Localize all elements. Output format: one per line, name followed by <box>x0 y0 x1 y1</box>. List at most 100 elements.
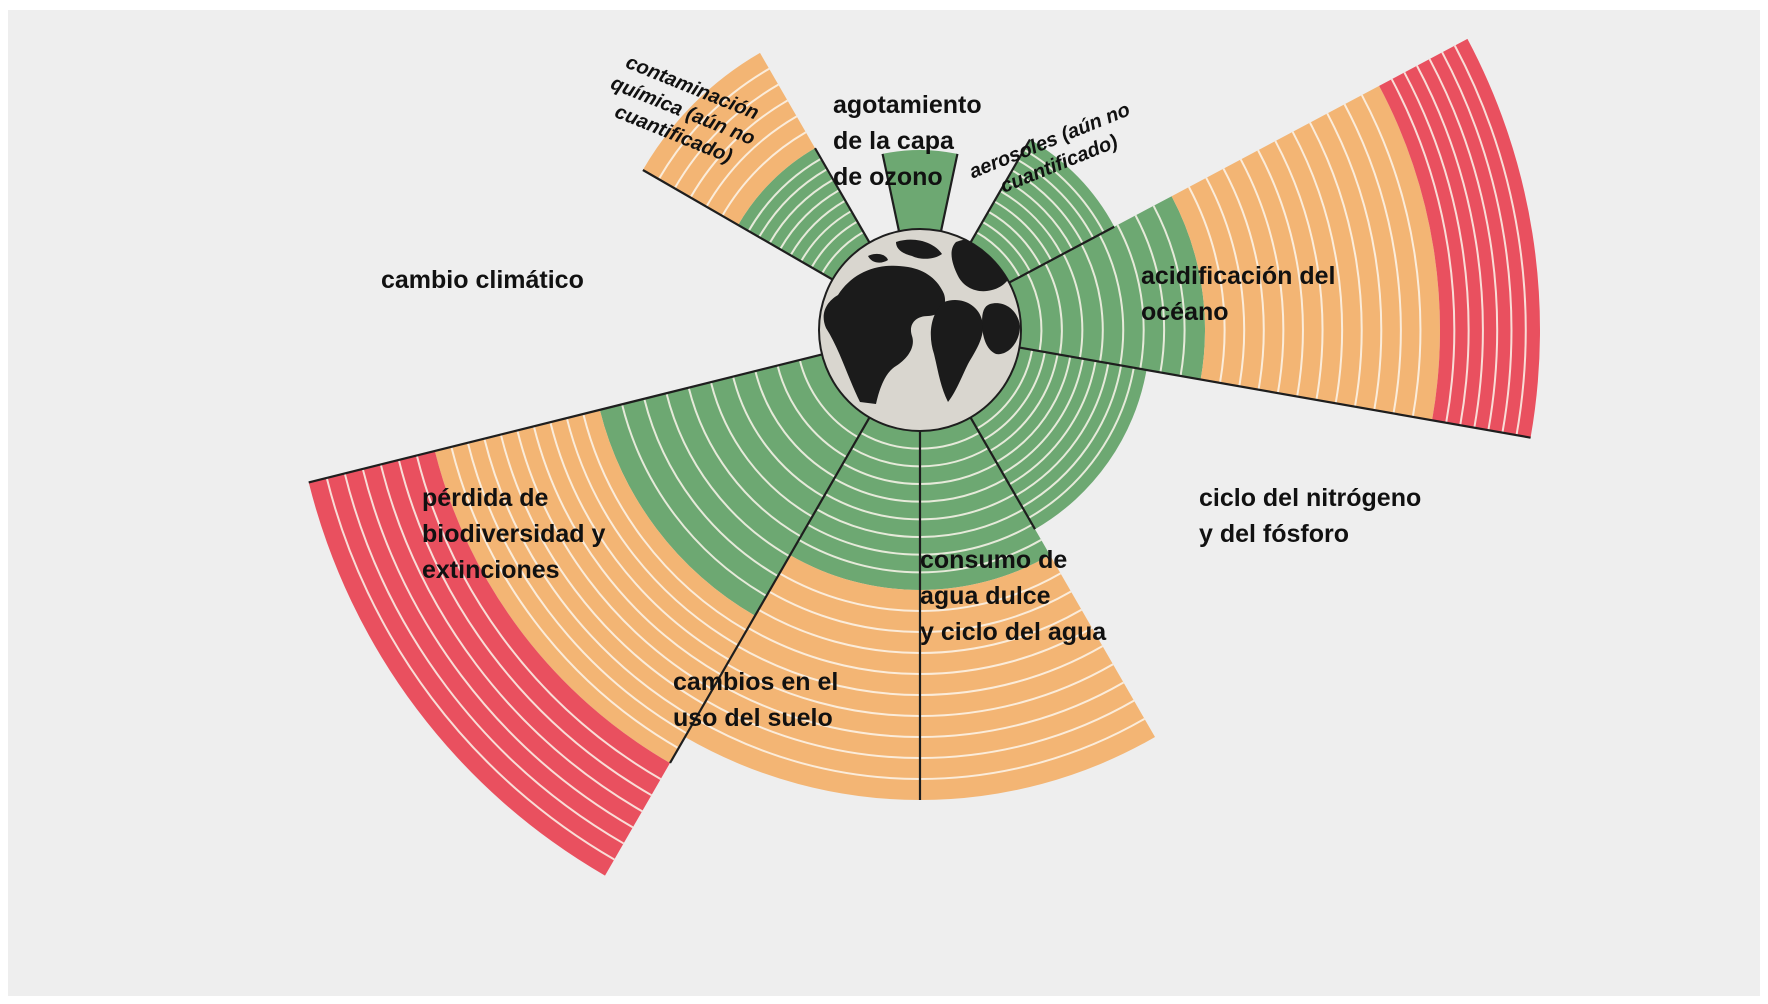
band-nitrogen-safe <box>1009 196 1205 380</box>
ring-line <box>1309 122 1363 407</box>
ring-line <box>981 221 1032 272</box>
sector-divider-line <box>881 153 901 232</box>
ring-line <box>976 349 1034 430</box>
ring-line <box>1239 158 1285 394</box>
ring-line <box>1222 168 1265 390</box>
ring-line <box>1188 186 1226 384</box>
ring-line <box>621 404 767 597</box>
sector-divider-line <box>969 416 1036 530</box>
ring-line <box>754 370 836 478</box>
ring-line <box>821 231 864 274</box>
boundary-sectors <box>308 38 1540 876</box>
ring-line <box>643 398 779 577</box>
ring-line <box>549 421 731 661</box>
ring-line <box>1343 103 1402 414</box>
sector-nitrogen <box>1009 38 1540 438</box>
ring-line <box>361 468 634 829</box>
ring-line <box>516 430 714 691</box>
diagram-canvas: cambio climático contaminación química (… <box>8 10 1760 996</box>
ring-line <box>1291 131 1344 404</box>
ring-line <box>379 464 643 813</box>
ring-line <box>1026 272 1043 352</box>
ring-line <box>1134 214 1166 373</box>
ring-line <box>1062 253 1084 359</box>
sector-divider-line <box>814 147 871 244</box>
ring-line <box>325 477 615 861</box>
ring-line <box>975 231 1021 278</box>
ring-line <box>1023 148 1105 233</box>
ring-line <box>779 189 840 250</box>
ring-line <box>665 392 790 558</box>
sector-ocean <box>970 139 1115 283</box>
ring-line <box>999 190 1063 256</box>
ring-line <box>499 434 705 705</box>
ring-line <box>582 413 748 632</box>
sector-divider-line <box>939 153 959 232</box>
ring-line <box>1005 179 1074 250</box>
label-freshwater-use: consumo de agua dulce y ciclo del agua <box>920 546 1107 646</box>
ring-line <box>789 199 846 256</box>
ring-line <box>1021 365 1123 508</box>
label-nitrogen-phosphorus-cycle: ciclo del nitrógeno y del fósforo <box>1199 484 1422 548</box>
ring-line <box>1008 360 1097 486</box>
ring-line <box>1002 358 1084 475</box>
sector-divider-line <box>642 169 834 281</box>
ring-line <box>758 168 828 238</box>
ring-line <box>1274 140 1324 401</box>
ring-line <box>798 359 859 439</box>
band-climate-safe <box>738 148 870 280</box>
globe-icon <box>818 228 1022 432</box>
band-ocean-safe <box>970 139 1115 283</box>
ring-line <box>982 351 1046 441</box>
sector-divider-line <box>669 416 871 764</box>
ring-line <box>1403 71 1470 426</box>
label-climate-change: cambio climático <box>381 266 584 294</box>
ring-line <box>709 381 813 518</box>
ring-line <box>1360 94 1422 418</box>
ring-line <box>415 455 662 780</box>
ring-line <box>1152 205 1186 377</box>
sector-ozone <box>882 149 958 232</box>
label-land-use-change: cambios en el uso del suelo <box>673 668 839 732</box>
sector-freshwater <box>970 347 1147 530</box>
band-climate-increasing_risk <box>642 52 815 226</box>
ring-line <box>705 115 798 208</box>
ring-line <box>1326 112 1383 411</box>
ring-line <box>987 210 1042 267</box>
continent-shape <box>896 239 942 259</box>
ring-line <box>466 442 688 735</box>
sector-divider-line <box>1019 346 1531 439</box>
ring-line <box>1080 243 1104 362</box>
continent-shape <box>982 303 1020 355</box>
ring-line <box>673 83 779 189</box>
ring-line <box>483 438 697 720</box>
ring-line <box>1416 65 1484 428</box>
ring-line <box>689 99 789 199</box>
ring-line <box>1015 363 1110 497</box>
ring-line <box>565 417 739 647</box>
ring-line <box>1011 169 1084 244</box>
sector-divider-line <box>308 353 823 484</box>
label-biodiversity-loss: pérdida de biodiversidad y extinciones <box>422 484 606 584</box>
sector-climate <box>642 52 870 280</box>
planetary-boundaries-diagram <box>308 38 1540 876</box>
ring-line <box>1116 224 1145 370</box>
ring-line <box>1390 78 1456 423</box>
ring-line <box>1257 149 1304 397</box>
ring-line <box>1044 262 1063 355</box>
ring-line <box>989 354 1059 452</box>
ring-line <box>993 200 1053 261</box>
ring-line <box>800 210 852 262</box>
ring-line <box>776 365 848 458</box>
ring-line <box>1098 234 1125 366</box>
ring-line <box>687 387 802 538</box>
ring-line <box>450 446 680 750</box>
band-biodiversity-safe <box>599 354 870 616</box>
ring-line <box>747 157 822 232</box>
sector-divider-line <box>969 138 1031 244</box>
ring-line <box>1017 159 1095 239</box>
continent-shape <box>868 253 888 263</box>
sector-divider-line <box>1008 225 1115 284</box>
ring-line <box>657 67 770 180</box>
continent-shape <box>930 300 983 402</box>
